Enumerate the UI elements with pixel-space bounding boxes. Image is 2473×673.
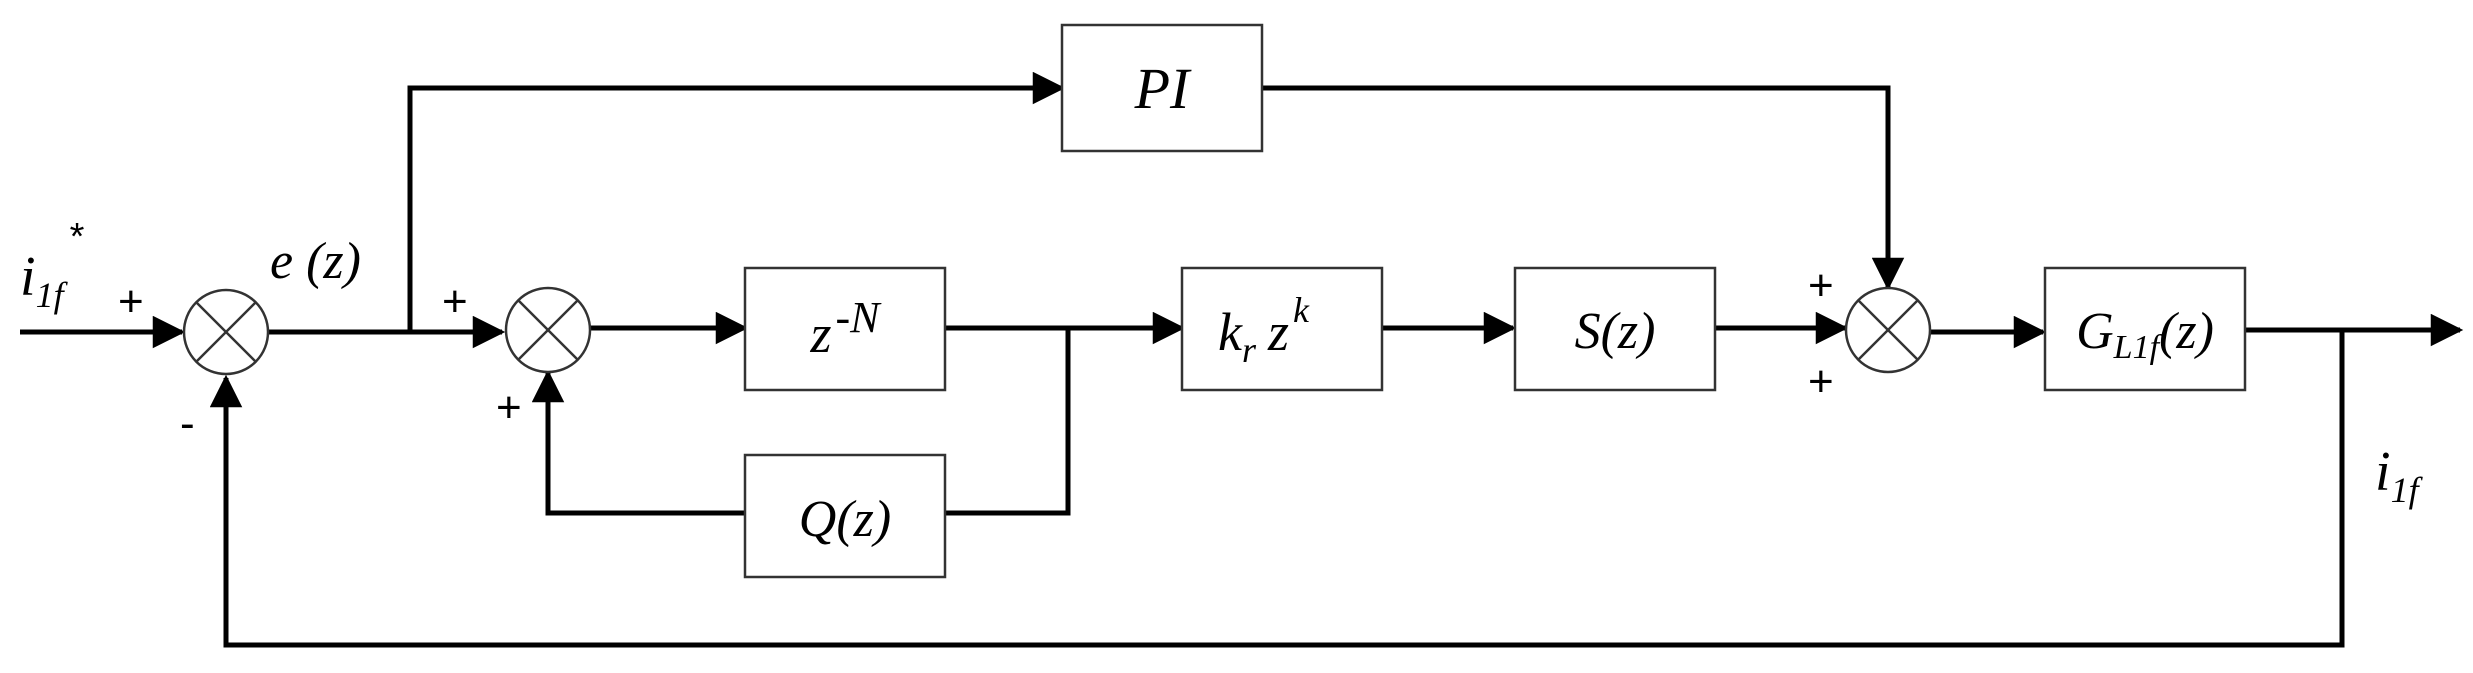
s-filter-block: S(z)	[1513, 266, 1717, 392]
signal-lines	[20, 71, 2464, 648]
pi-branch-line	[407, 71, 1066, 332]
pi-label: PI	[1134, 56, 1192, 121]
sum1-input-sign: +	[118, 277, 144, 326]
error-signal-label: e (z)	[270, 233, 361, 290]
q-filter-label: Q(z)	[799, 491, 891, 548]
plant-block: GL1f(z)	[2043, 266, 2247, 392]
feedback-line	[209, 330, 2345, 648]
plant-label: GL1f(z)	[2076, 303, 2214, 366]
s-filter-label: S(z)	[1575, 303, 1656, 360]
pi-block: PI	[1060, 23, 1264, 153]
sum1-feedback-sign: -	[180, 399, 195, 448]
sum3-bottom-sign: +	[1808, 357, 1834, 406]
q-loop-line	[945, 328, 1071, 516]
input-signal-label: i1f*	[20, 216, 85, 315]
summing-junction-1	[182, 288, 270, 376]
sum2-feedback-sign: +	[496, 383, 522, 432]
q-filter-block: Q(z)	[743, 453, 947, 579]
summing-junction-3	[1844, 286, 1932, 374]
q-return-line	[531, 369, 745, 516]
delay-label: z-N	[809, 293, 882, 364]
output-signal-label: i1f	[2375, 441, 2424, 510]
sum3-top-sign: +	[1808, 261, 1834, 310]
pi-output-line	[1262, 85, 1905, 291]
summing-junction-2	[504, 286, 592, 374]
sum2-input-sign: +	[442, 277, 468, 326]
delay-block: z-N	[743, 266, 947, 392]
